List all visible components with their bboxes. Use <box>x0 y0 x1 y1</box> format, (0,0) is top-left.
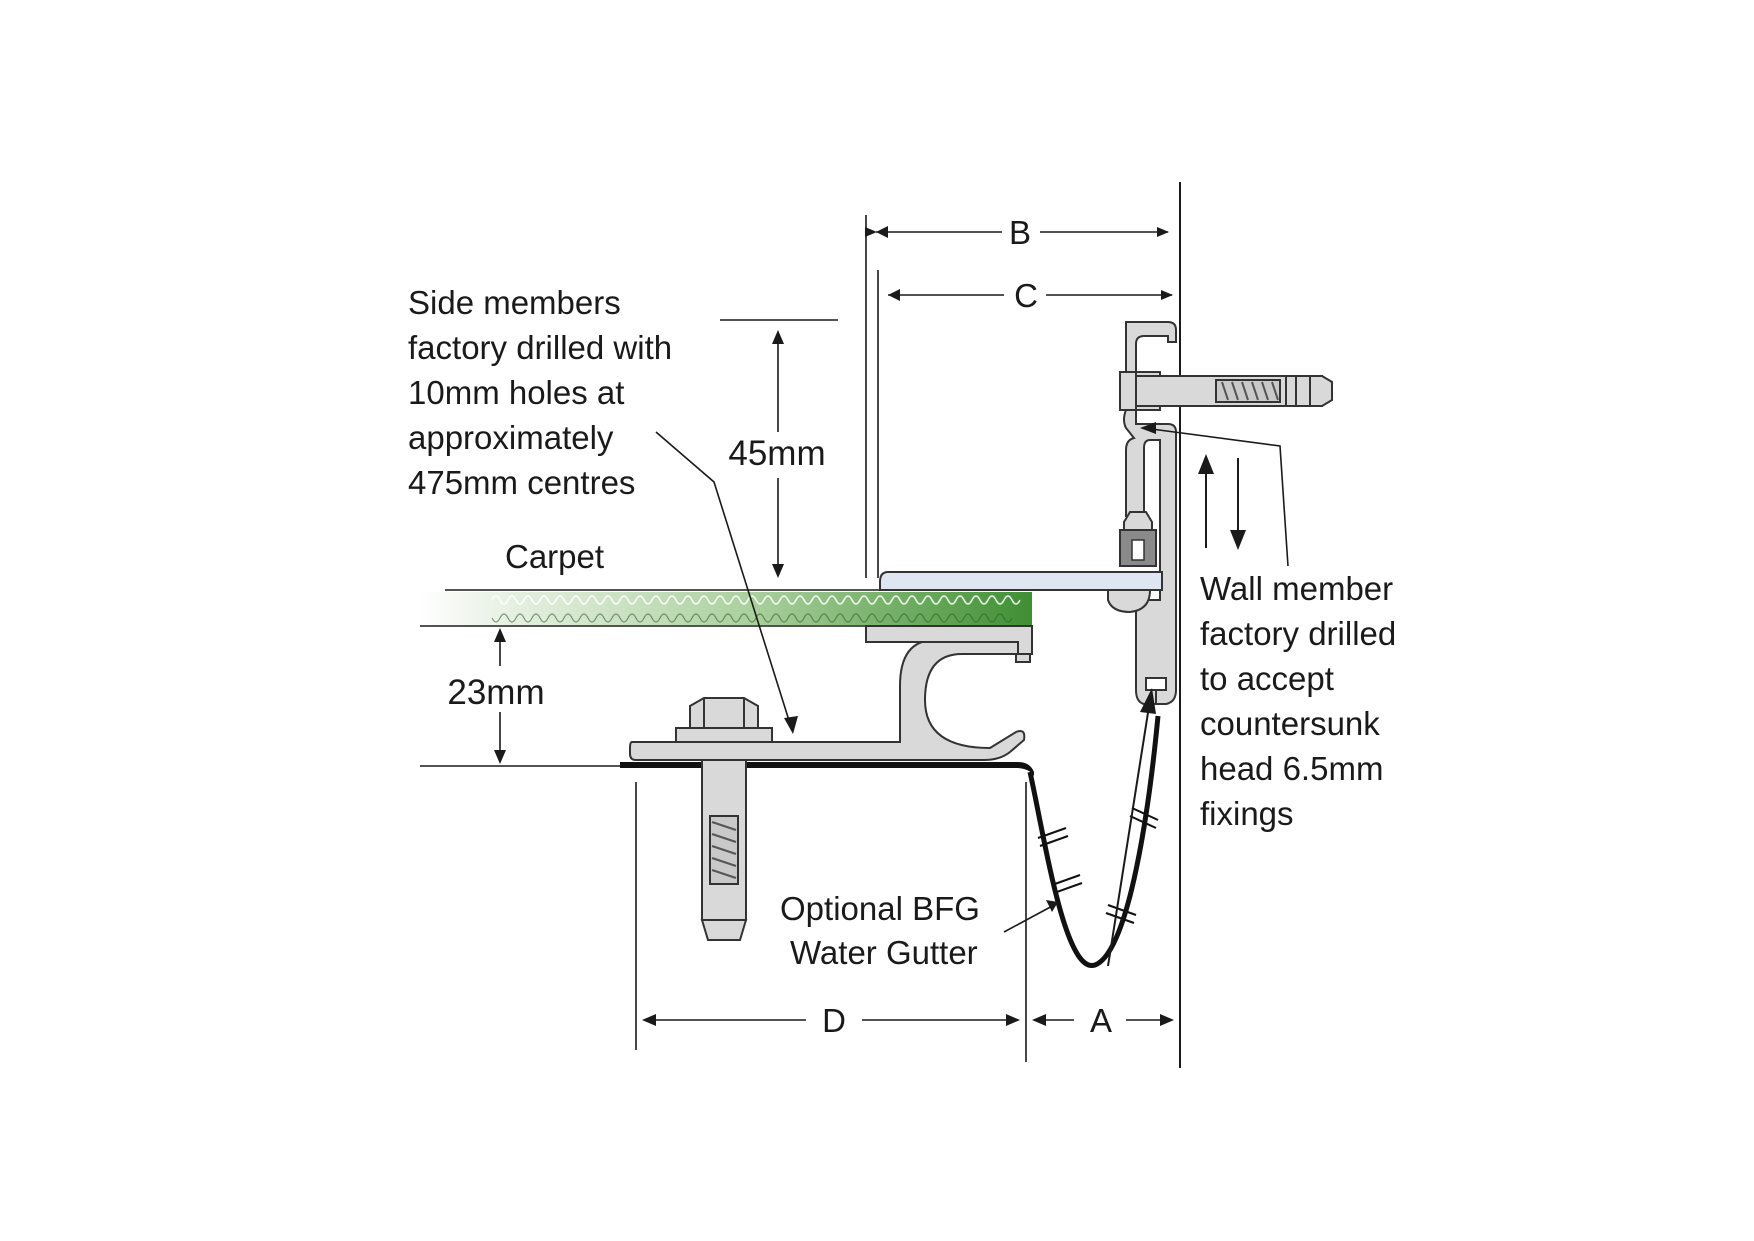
side-member-upper <box>865 625 1033 655</box>
side-members-note-line-5: 475mm centres <box>408 464 635 501</box>
gutter-break-marks <box>1037 807 1159 924</box>
carpet-label: Carpet <box>505 538 604 575</box>
dim-a-arrow-right <box>1160 1014 1174 1026</box>
leader-gutter <box>1003 903 1057 933</box>
dim-23-arrow-top <box>494 628 506 642</box>
floor-slab <box>620 762 1034 776</box>
dim-b-arrow-left <box>876 226 888 238</box>
side-members-note-line-2: factory drilled with <box>408 329 672 366</box>
gutter-note-line-2: Water Gutter <box>790 934 978 971</box>
dim-a-arrow-left <box>1032 1014 1046 1026</box>
wall-member-note-line-1: Wall member <box>1200 570 1393 607</box>
dim-23-arrow-bottom <box>494 750 506 764</box>
leader-wall-member-arrow <box>1140 422 1156 434</box>
floor-anchor-bolt <box>675 697 773 941</box>
gutter-note-line-1: Optional BFG <box>780 890 980 927</box>
dim-d-arrow-left <box>642 1014 656 1026</box>
wall-member-note-line-2: factory drilled <box>1200 615 1396 652</box>
side-members-note-line-4: approximately <box>408 419 614 456</box>
dim-d-label: D <box>822 1002 846 1039</box>
wall-member-note-line-4: countersunk <box>1200 705 1380 742</box>
leader-wall-member <box>1143 427 1289 567</box>
wall-member-note-line-3: to accept <box>1200 660 1334 697</box>
movement-arrows <box>1198 454 1246 550</box>
carpet-pile <box>491 595 1021 605</box>
dim-23-label: 23mm <box>447 673 544 712</box>
dim-c-arrow-left <box>888 289 900 301</box>
carpet <box>420 592 1032 625</box>
dim-45-label: 45mm <box>728 434 825 473</box>
wall-anchor-bolt <box>1119 371 1333 411</box>
gutter-note: Optional BFG Water Gutter <box>780 890 980 971</box>
side-members-note: Side members factory drilled with 10mm h… <box>408 284 672 501</box>
dim-c-label: C <box>1014 277 1038 314</box>
cover-plate <box>879 571 1163 591</box>
cover-plate-hinge <box>1107 589 1152 614</box>
leader-gutter-fixing <box>1107 699 1151 967</box>
leader-gutter-arrow <box>1046 900 1058 912</box>
side-members-note-line-3: 10mm holes at <box>408 374 624 411</box>
carpet-pile-2 <box>491 613 1013 623</box>
wall-member-note-line-6: fixings <box>1200 795 1294 832</box>
dim-45-arrow-top <box>772 330 784 344</box>
leader-gutter-fixing-arrow <box>1140 688 1156 714</box>
wall-member-slot-hole <box>1131 539 1145 561</box>
wall-member-note: Wall member factory drilled to accept co… <box>1200 570 1396 832</box>
leader-side-members <box>655 431 793 731</box>
wall-member-note-line-5: head 6.5mm <box>1200 750 1383 787</box>
dim-d-arrow-right <box>1006 1014 1020 1026</box>
dim-45-arrow-bottom <box>772 564 784 578</box>
dim-b-label: B <box>1009 214 1031 251</box>
wall-member-tab <box>1123 511 1153 531</box>
water-gutter <box>1027 715 1161 968</box>
leader-side-members-arrow <box>784 716 798 734</box>
dim-a-label: A <box>1090 1002 1112 1039</box>
side-members-note-line-1: Side members <box>408 284 621 321</box>
